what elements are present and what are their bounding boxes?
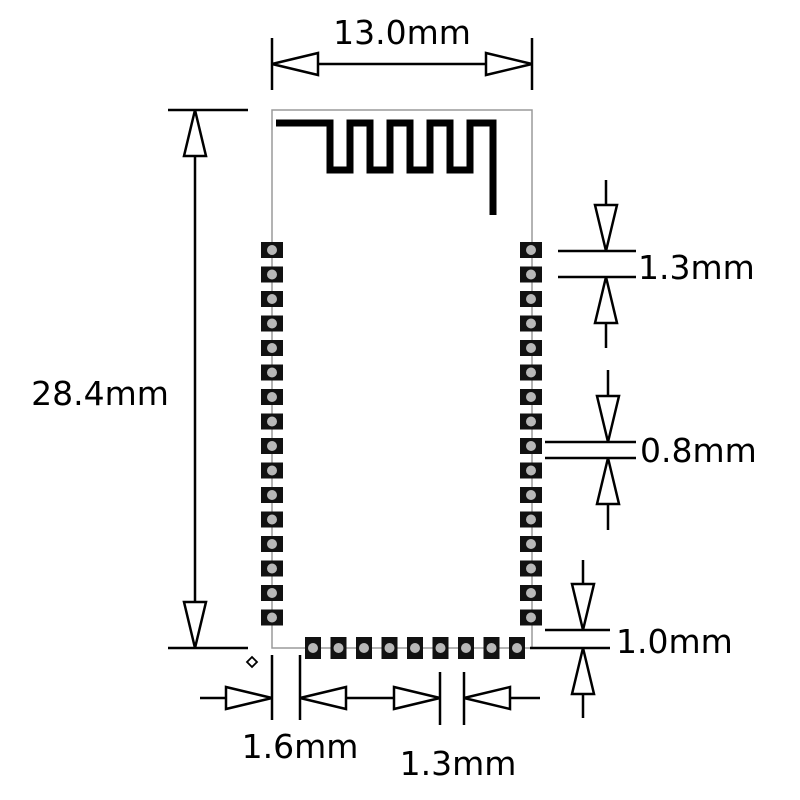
pad-left xyxy=(261,364,283,381)
pad-gap-label: 0.8mm xyxy=(640,431,757,470)
pad-left xyxy=(261,438,283,454)
pad-left xyxy=(261,462,283,479)
pad-right xyxy=(520,364,542,381)
pad-right xyxy=(520,242,542,258)
pad-left xyxy=(261,536,283,552)
pad-pitch-label: 1.3mm xyxy=(638,248,755,287)
pad-bottom xyxy=(483,637,500,659)
pad-left xyxy=(261,487,283,503)
pin1-marker xyxy=(245,655,259,669)
left-pad-column xyxy=(261,242,283,626)
pad-left xyxy=(261,242,283,258)
pad-right xyxy=(520,438,542,454)
bottom-offset-dimension: 1.6mm xyxy=(200,655,372,766)
bottom-pitch-label: 1.3mm xyxy=(400,744,517,783)
bottom-offset-label: 1.6mm xyxy=(242,727,359,766)
pad-bottom xyxy=(407,637,423,659)
right-pad-column xyxy=(520,242,542,626)
module-outline xyxy=(271,109,533,649)
pad-right xyxy=(520,487,542,503)
pad-left xyxy=(261,340,283,356)
pad-left xyxy=(261,315,283,332)
edge-to-pad-dimension: 1.0mm xyxy=(530,560,733,718)
antenna-trace xyxy=(276,119,497,215)
pad-gap-dimension: 0.8mm xyxy=(545,370,757,530)
edge-to-pad-label: 1.0mm xyxy=(616,622,733,661)
bottom-pad-row xyxy=(305,637,525,659)
pad-left xyxy=(261,585,283,601)
width-label: 13.0mm xyxy=(333,13,471,52)
pad-right xyxy=(520,266,542,283)
width-dimension: 13.0mm xyxy=(270,13,534,90)
pad-bottom xyxy=(330,637,347,659)
pad-right xyxy=(520,560,542,577)
bottom-pitch-dimension: 1.3mm xyxy=(372,672,540,783)
pad-bottom xyxy=(356,637,372,659)
height-label: 28.4mm xyxy=(31,374,169,413)
pad-bottom xyxy=(432,637,449,659)
pad-right xyxy=(520,462,542,479)
pad-left xyxy=(261,560,283,577)
pad-right xyxy=(520,315,542,332)
pad-left xyxy=(261,291,283,307)
pad-pitch-dimension: 1.3mm xyxy=(558,180,755,348)
height-dimension: 28.4mm xyxy=(31,108,248,650)
pad-bottom xyxy=(381,637,398,659)
pad-left xyxy=(261,511,283,528)
pad-bottom xyxy=(458,637,474,659)
pad-right xyxy=(520,511,542,528)
pad-bottom xyxy=(305,637,321,659)
pad-left xyxy=(261,266,283,283)
pad-left xyxy=(261,413,283,430)
pad-left xyxy=(261,389,283,405)
pad-right xyxy=(520,291,542,307)
pad-right xyxy=(520,389,542,405)
pad-right xyxy=(520,536,542,552)
pad-right xyxy=(520,609,542,626)
pad-bottom xyxy=(509,637,525,659)
pad-right xyxy=(520,585,542,601)
pad-right xyxy=(520,340,542,356)
pad-left xyxy=(261,609,283,626)
pad-right xyxy=(520,413,542,430)
